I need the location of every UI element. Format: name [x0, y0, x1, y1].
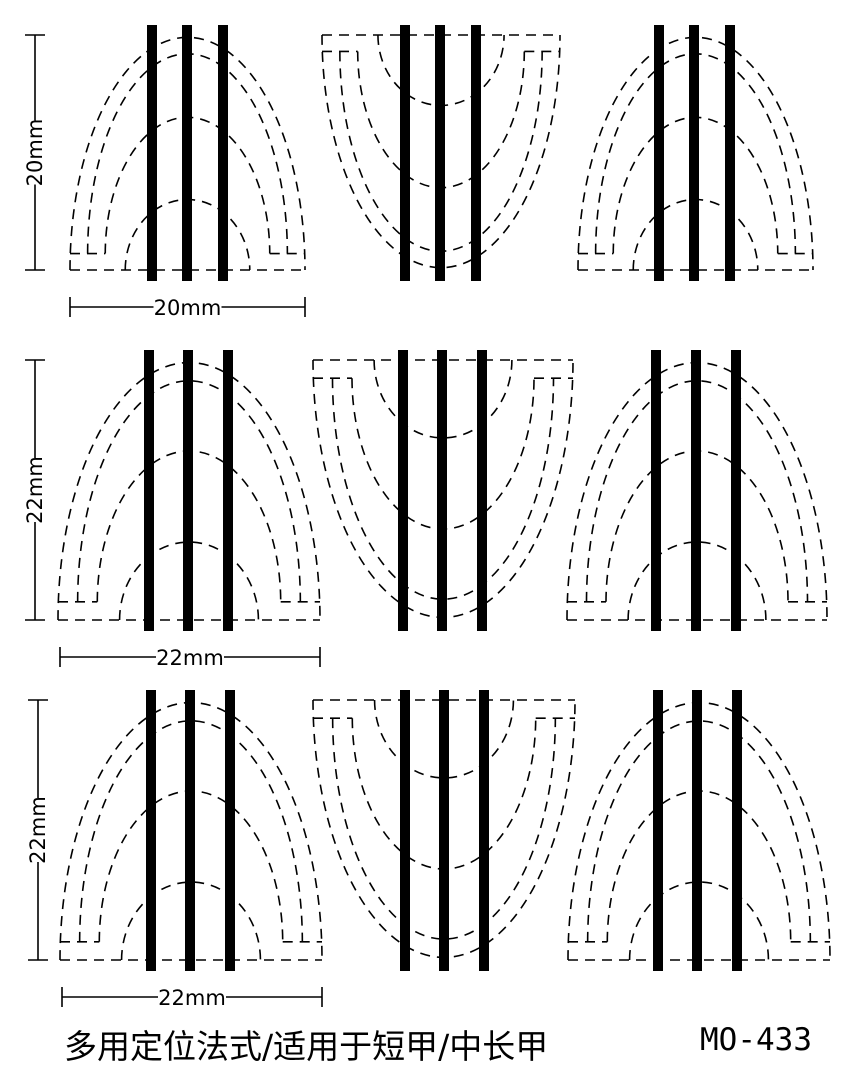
dashed-cut-line: [373, 699, 515, 779]
nail-stencil: [57, 350, 321, 631]
stencil-row: 22mm 22mm: [23, 350, 828, 670]
black-stripe: [183, 350, 193, 631]
dashed-cut-line: [78, 720, 304, 942]
dashed-cut-line: [627, 541, 767, 621]
dashed-cut-line: [373, 359, 513, 439]
width-label: 20mm: [154, 296, 222, 320]
width-label: 22mm: [158, 986, 226, 1010]
black-stripe: [725, 25, 735, 281]
black-stripe: [471, 25, 481, 281]
black-stripe: [692, 690, 702, 971]
nail-stencil: [567, 690, 831, 971]
black-stripe: [437, 350, 447, 631]
dashed-cut-line: [118, 541, 260, 621]
black-stripe: [185, 690, 195, 971]
dashed-cut-line: [585, 380, 809, 602]
product-code: MO-433: [700, 1022, 812, 1058]
black-stripe: [225, 690, 235, 971]
black-stripe: [400, 25, 410, 281]
stencil-row: 22mm 22mm: [26, 690, 831, 1010]
black-stripe: [223, 350, 233, 631]
black-stripe: [400, 690, 410, 971]
black-stripe: [144, 350, 154, 631]
dashed-cut-line: [69, 36, 306, 271]
height-label: 22mm: [23, 456, 47, 524]
black-stripe: [182, 25, 192, 281]
black-stripe: [146, 690, 156, 971]
black-stripe: [653, 690, 663, 971]
black-stripe: [691, 350, 701, 631]
nail-stencil: [59, 690, 323, 971]
black-stripe: [732, 690, 742, 971]
black-stripe: [147, 25, 157, 281]
black-stripe: [651, 350, 661, 631]
dashed-cut-line: [76, 380, 302, 602]
black-stripe: [477, 350, 487, 631]
dashed-cut-line: [120, 881, 262, 961]
caption: 多用定位法式/适用于短甲/中长甲: [64, 1027, 549, 1066]
dashed-cut-line: [577, 36, 814, 271]
black-stripe: [731, 350, 741, 631]
black-stripe: [439, 690, 449, 971]
inverted-nail-stencil: [312, 350, 574, 631]
black-stripe: [689, 25, 699, 281]
nail-stencil: [566, 350, 828, 631]
width-label: 22mm: [156, 646, 224, 670]
height-label: 20mm: [23, 119, 47, 187]
stencil-row: 20mm 20mm: [23, 25, 814, 320]
inverted-nail-stencil: [321, 25, 561, 281]
dashed-cut-line: [331, 718, 557, 940]
black-stripe: [435, 25, 445, 281]
nail-stencil: [577, 25, 814, 281]
black-stripe: [479, 690, 489, 971]
black-stripe: [218, 25, 228, 281]
dashed-cut-line: [331, 378, 555, 600]
inverted-nail-stencil: [312, 690, 576, 971]
height-label: 22mm: [26, 796, 50, 864]
dashed-cut-line: [321, 34, 561, 269]
black-stripe: [398, 350, 408, 631]
nail-stencil: [69, 25, 306, 281]
black-stripe: [654, 25, 664, 281]
dashed-cut-line: [586, 720, 812, 942]
dashed-cut-line: [628, 881, 770, 961]
